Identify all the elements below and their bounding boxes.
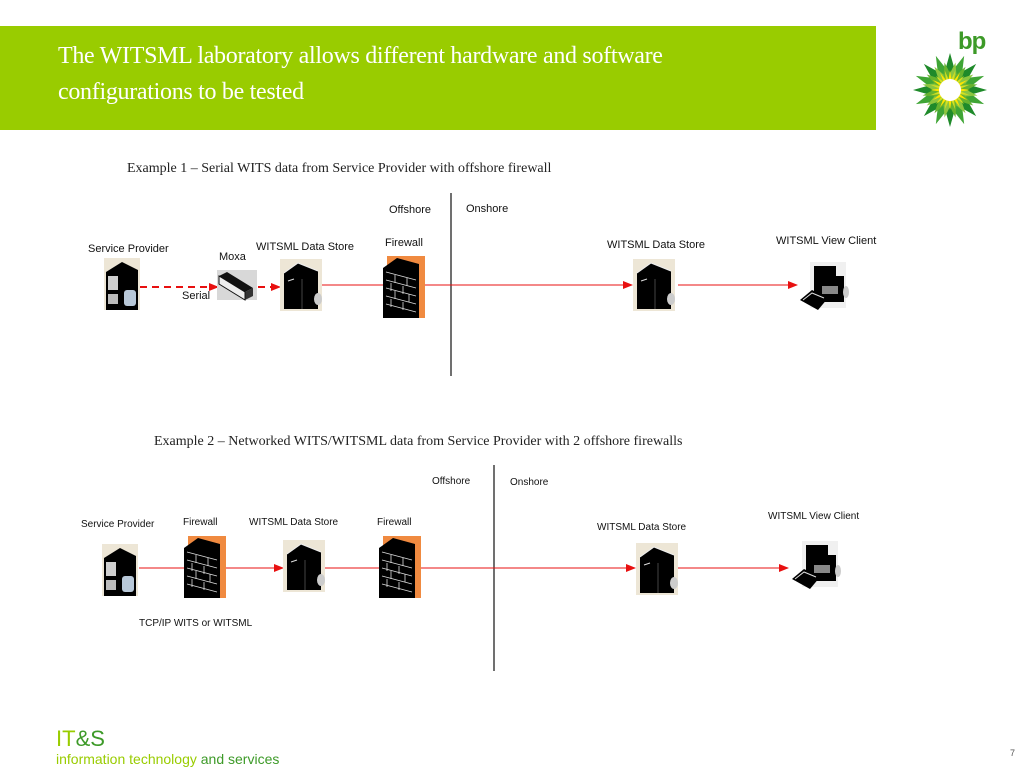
ex2-label-datastore: WITSML Data Store (249, 517, 339, 528)
ex2-label-view-client: WITSML View Client (768, 511, 860, 522)
slide-title-line1: The WITSML laboratory allows different h… (58, 43, 663, 69)
ex1-zone-offshore: Offshore (389, 204, 431, 216)
ex1-label-onshore-datastore: WITSML Data Store (607, 239, 706, 251)
ex2-link-label-tcpip: TCP/IP WITS or WITSML (139, 618, 253, 629)
page-number: 7 (1010, 748, 1016, 758)
ex1-link-label-serial: Serial (182, 290, 211, 302)
ex2-onshore-datastore-server-icon (635, 542, 679, 596)
ex2-label-onshore-datastore: WITSML Data Store (597, 522, 687, 533)
ex2-service-provider-server-tower-icon (102, 544, 138, 596)
ex1-label-service-provider: Service Provider (88, 243, 169, 255)
ex1-label-moxa: Moxa (219, 251, 246, 263)
ex2-label-firewall1: Firewall (183, 517, 218, 528)
its-tagline-part2: and services (200, 751, 280, 767)
bp-logo-text: bp (958, 28, 986, 55)
its-logo: IT&S (56, 728, 105, 750)
slide-title-line2: configurations to be tested (58, 79, 304, 105)
its-logo-amp: & (75, 726, 91, 751)
its-tagline-part1: information technology (56, 751, 197, 767)
ex2-firewall2-icon (378, 535, 422, 599)
ex1-datastore-server-icon (279, 258, 323, 312)
its-logo-s: S (90, 726, 105, 751)
ex1-moxa-serial-device-server-icon (216, 269, 258, 301)
ex2-title: Example 2 – Networked WITS/WITSML data f… (154, 434, 683, 449)
ex1-label-datastore: WITSML Data Store (256, 241, 355, 253)
ex1-label-view-client: WITSML View Client (776, 235, 877, 247)
ex2-firewall1-icon (183, 535, 227, 599)
title-banner (0, 26, 876, 130)
ex1-view-client-workstation-icon (799, 261, 850, 311)
ex1-label-firewall: Firewall (385, 237, 423, 249)
ex1-service-provider-server-tower-icon (104, 258, 140, 310)
ex2-view-client-workstation-icon (791, 540, 842, 590)
its-logo-it: IT (56, 726, 76, 751)
ex2-zone-onshore: Onshore (510, 477, 549, 488)
ex2-datastore-server-icon (282, 539, 326, 593)
ex1-zone-onshore: Onshore (466, 203, 509, 215)
ex2-label-service-provider: Service Provider (81, 519, 155, 530)
slide-title: The WITSML laboratory allows different h… (58, 38, 838, 110)
helios-sunflower-icon (913, 53, 987, 127)
ex1-title: Example 1 – Serial WITS data from Servic… (127, 161, 552, 176)
ex2-zone-offshore: Offshore (432, 476, 471, 487)
its-tagline: information technology and services (56, 751, 279, 767)
ex1-onshore-datastore-server-icon (632, 258, 676, 312)
ex1-firewall-icon (382, 255, 426, 319)
ex2-label-firewall2: Firewall (377, 517, 412, 528)
